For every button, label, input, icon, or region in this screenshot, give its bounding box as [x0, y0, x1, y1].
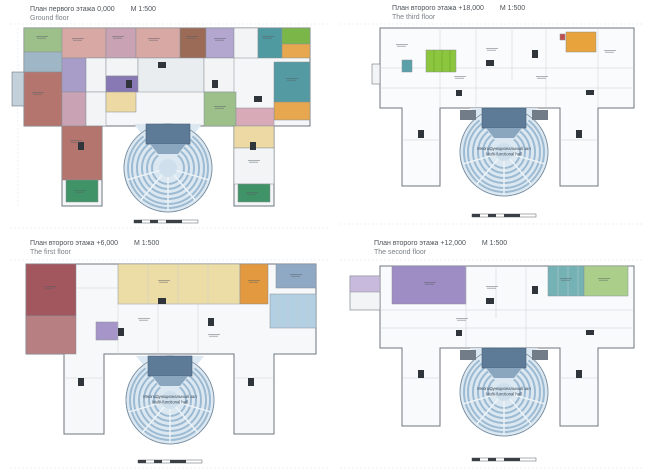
stage-tower-left: [460, 350, 476, 360]
scale-bar: [471, 213, 537, 218]
stage-apron: [486, 128, 522, 138]
micro-labels: [32, 36, 298, 195]
annex-room: [11, 71, 25, 107]
stair-cores: [418, 50, 594, 138]
auditorium: [123, 123, 213, 213]
stage-tower-left: [460, 110, 476, 120]
micro-labels: [396, 44, 616, 79]
rooms: [23, 27, 311, 203]
stair-cores: [418, 286, 594, 378]
rooms: [25, 263, 317, 355]
scale-bar: [133, 219, 199, 224]
plan-scale: М 1:500: [134, 240, 160, 247]
micro-labels: [44, 274, 302, 337]
room-grid: [433, 50, 451, 72]
hall-label-ru: Многофункциональный зал: [477, 386, 531, 391]
rooms: [401, 31, 597, 73]
site-lines: [10, 259, 330, 469]
ground-floor-drawing: [10, 23, 330, 229]
stage-apron: [152, 376, 188, 386]
orchestra-floor: [495, 143, 513, 161]
site-lines: [340, 23, 644, 225]
plan-scale: М 1:500: [481, 240, 508, 247]
stage-tower-right: [532, 110, 548, 120]
stage: [481, 107, 527, 129]
orchestra-floor: [159, 159, 177, 177]
building-outline: [379, 265, 635, 427]
orchestra-floor: [495, 383, 513, 401]
second-floor-drawing: Многофункциональный зал Multi-functional…: [340, 259, 644, 469]
auditorium: Многофункциональный зал Multi-functional…: [459, 347, 549, 437]
auditorium: Многофункциональный зал Multi-functional…: [459, 107, 549, 197]
plan-title-en: The first floor: [30, 249, 71, 257]
stage-tower-right: [532, 350, 548, 360]
hall-label-en: Multi-functional hall: [486, 392, 522, 397]
stage: [145, 123, 191, 145]
hall-label-ru: Многофункциональный зал: [143, 394, 197, 399]
auditorium: Многофункциональный зал Multi-functional…: [125, 355, 215, 445]
site-lines: [10, 23, 330, 229]
plan-title-en: Ground floor: [30, 15, 69, 23]
stage: [147, 355, 193, 377]
wall-lines: [380, 28, 634, 141]
hall-label-ru: Многофункциональный зал: [477, 146, 531, 151]
third-floor-drawing: Многофункциональный зал Multi-functional…: [340, 23, 644, 225]
hall-label-en: Multi-functional hall: [486, 152, 522, 157]
scale-bar: [471, 457, 537, 462]
plan-title-en: The second floor: [374, 249, 427, 257]
stage-apron: [486, 368, 522, 378]
plan-scale: М 1:500: [130, 6, 156, 13]
stage-apron: [150, 144, 186, 154]
stair-cores: [78, 62, 262, 150]
site-lines: [340, 259, 644, 469]
orchestra-floor: [161, 391, 179, 409]
micro-labels: [424, 278, 610, 321]
wall-lines: [64, 264, 309, 379]
stair-cores: [78, 298, 254, 386]
stage: [481, 347, 527, 369]
hall-label-en: Multi-functional hall: [152, 400, 188, 405]
plan-title-en: The third floor: [392, 14, 436, 22]
first-floor-drawing: Многофункциональный зал Multi-functional…: [10, 259, 330, 469]
scale-bar: [137, 459, 203, 464]
annex-room: [371, 63, 381, 85]
plan-scale: М 1:500: [499, 5, 526, 12]
